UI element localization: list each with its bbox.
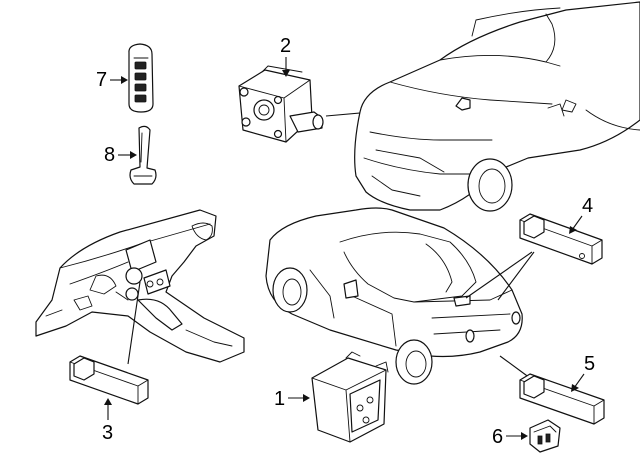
svg-text:4: 4 — [582, 195, 593, 217]
svg-text:1: 1 — [274, 388, 285, 410]
svg-text:3: 3 — [102, 422, 113, 444]
callout-7: 7 — [96, 69, 128, 91]
car-rear-view — [265, 207, 523, 385]
dashboard-assembly — [35, 209, 245, 363]
part-7-key-fob — [128, 43, 154, 113]
part-2-module — [238, 65, 324, 143]
part-1-control-unit — [311, 351, 389, 443]
callout-1: 1 — [274, 388, 310, 410]
callout-6: 6 — [492, 426, 528, 448]
callout-2: 2 — [280, 35, 291, 77]
leader-4-a — [465, 251, 533, 299]
part-3-antenna — [69, 355, 149, 405]
callout-8: 8 — [104, 144, 137, 166]
callout-5: 5 — [571, 353, 595, 392]
part-6-clip — [529, 419, 561, 453]
part-8-key-blade — [129, 125, 157, 185]
leader-4-b — [497, 251, 535, 301]
callout-3: 3 — [102, 398, 113, 444]
svg-text:5: 5 — [584, 353, 595, 375]
svg-text:8: 8 — [104, 144, 115, 166]
svg-text:2: 2 — [280, 35, 291, 57]
callout-4: 4 — [569, 195, 593, 234]
part-4-antenna — [519, 213, 603, 265]
car-front-view — [354, 1, 640, 212]
svg-text:7: 7 — [96, 69, 107, 91]
leader-5 — [499, 355, 531, 379]
svg-text:6: 6 — [492, 426, 503, 448]
leader-3 — [127, 281, 141, 365]
part-5-antenna — [519, 373, 605, 425]
